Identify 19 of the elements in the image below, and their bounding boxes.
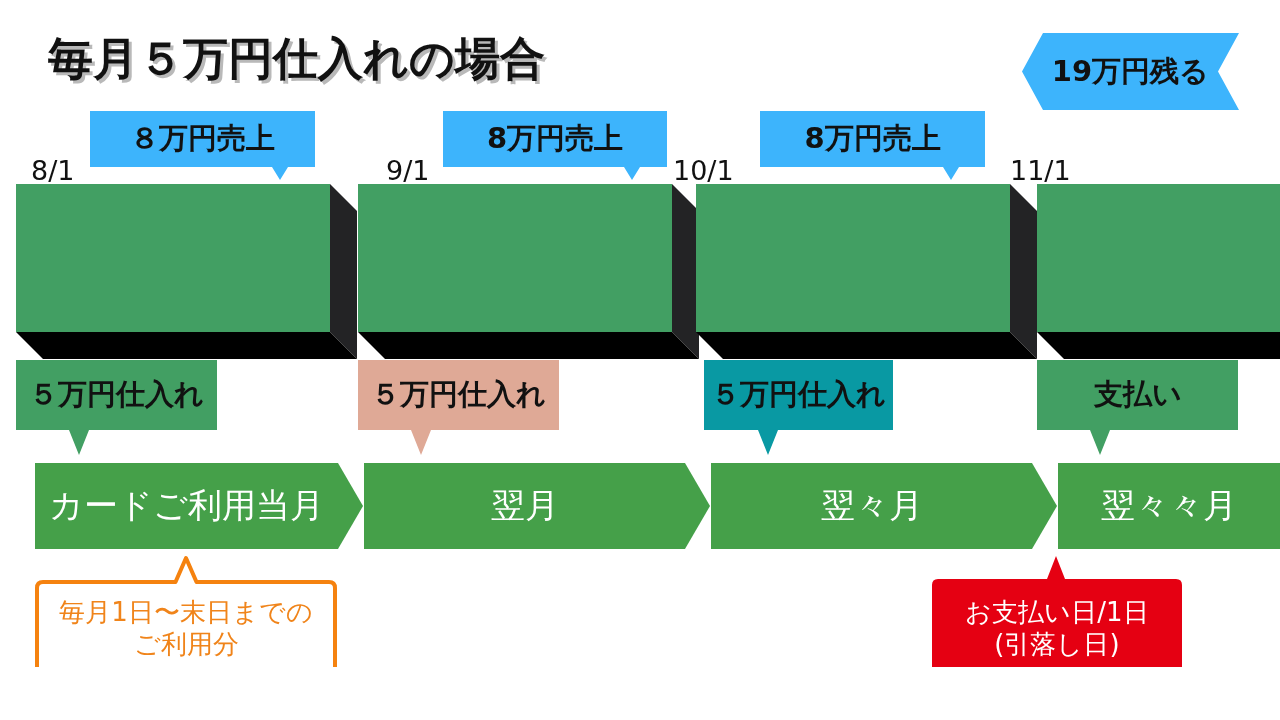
speech-bubble: ５万円仕入れ — [704, 360, 893, 455]
date-label: 11/1 — [1010, 157, 1071, 184]
speech-bubble: 毎月1日〜末日までのご利用分 — [35, 556, 337, 667]
date-label: 8/1 — [31, 157, 75, 184]
chevron-step: 翌々月 — [711, 463, 1057, 549]
speech-bubble: ５万円仕入れ — [358, 360, 559, 455]
title: 毎月５万円仕入れの場合 — [48, 34, 545, 84]
date-label: 9/1 — [386, 157, 430, 184]
arrow-tag: 19万円残る — [1022, 33, 1239, 110]
chevron-step: 翌々々月 — [1058, 463, 1280, 549]
chevron-step: カードご利用当月 — [35, 463, 363, 549]
chevron-step: 翌月 — [364, 463, 710, 549]
date-label: 10/1 — [673, 157, 734, 184]
speech-bubble: お支払い日/1日(引落し日) — [932, 556, 1182, 667]
speech-bubble: ５万円仕入れ — [16, 360, 217, 455]
speech-bubble: 8万円売上 — [760, 111, 985, 180]
speech-bubble: 支払い — [1037, 360, 1238, 455]
speech-bubble: ８万円売上 — [90, 111, 315, 180]
speech-bubble: 8万円売上 — [443, 111, 667, 180]
